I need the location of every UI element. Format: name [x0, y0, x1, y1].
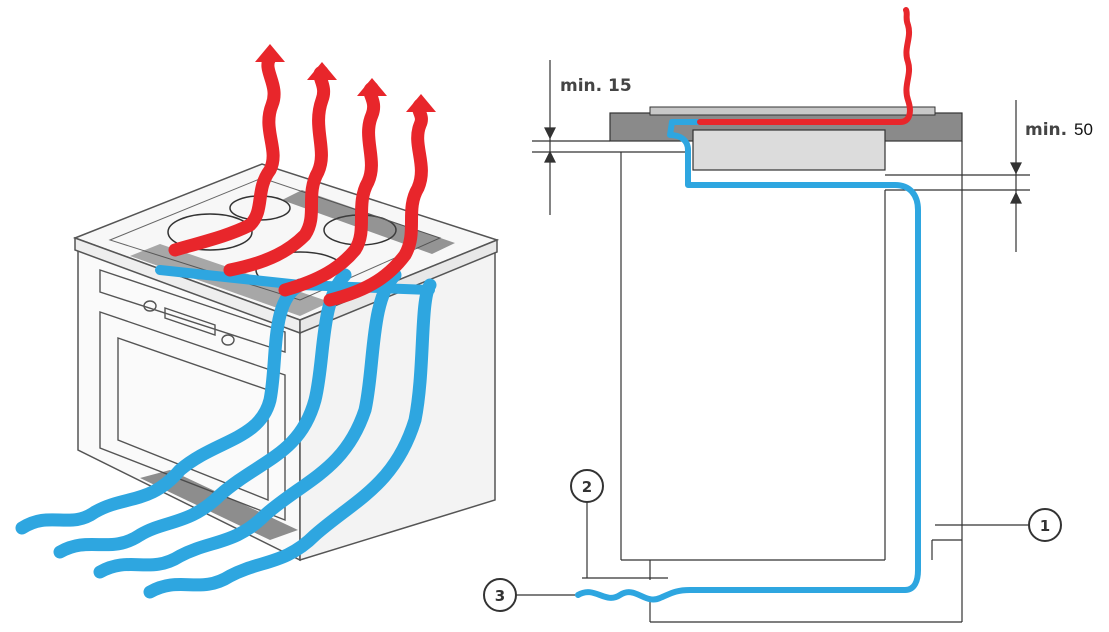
hot-air-arrowheads [255, 44, 436, 112]
callout-3: 3 [483, 578, 575, 612]
hot-air-arrow-1 [168, 51, 281, 257]
callout-2: 2 [570, 469, 604, 578]
hot-air-exhaust-path [697, 7, 913, 125]
label-min-50-value: 50 [1074, 120, 1093, 139]
hot-air-arrows [168, 51, 428, 307]
cool-air-stream-4 [143, 278, 437, 599]
installation-cross-section: 1 2 3 min. 15 min. 50 [483, 7, 1093, 623]
dimension-min-15 [544, 60, 556, 215]
hot-air-arrow-3 [278, 81, 381, 297]
label-min-50-prefix: min. [1025, 120, 1067, 140]
hot-air-arrow-4 [323, 98, 428, 307]
cool-air-stream-2 [53, 268, 352, 559]
hob-unit [692, 129, 886, 171]
hot-air-arrow-2 [223, 65, 331, 277]
cool-air-streams [15, 265, 437, 599]
cool-air-stream-1 [15, 278, 307, 535]
dimension-min-50 [1010, 100, 1022, 252]
hot-air-arrowhead-4 [406, 94, 436, 112]
callout-1-label: 1 [1040, 517, 1050, 535]
hot-air-arrowhead-2 [307, 62, 337, 80]
cool-air-path [575, 119, 921, 603]
callout-2-label: 2 [582, 478, 592, 496]
cool-air-stream-3 [93, 268, 402, 579]
oven-front [99, 269, 286, 522]
cabinet-outline [582, 141, 1030, 623]
hot-air-arrowhead-3 [357, 78, 387, 96]
callout-1: 1 [935, 508, 1062, 542]
hot-air-arrowhead-1 [255, 44, 285, 62]
oven-illustration [15, 44, 500, 599]
callout-3-label: 3 [495, 587, 505, 605]
label-min-15: min. 15 [560, 76, 632, 96]
